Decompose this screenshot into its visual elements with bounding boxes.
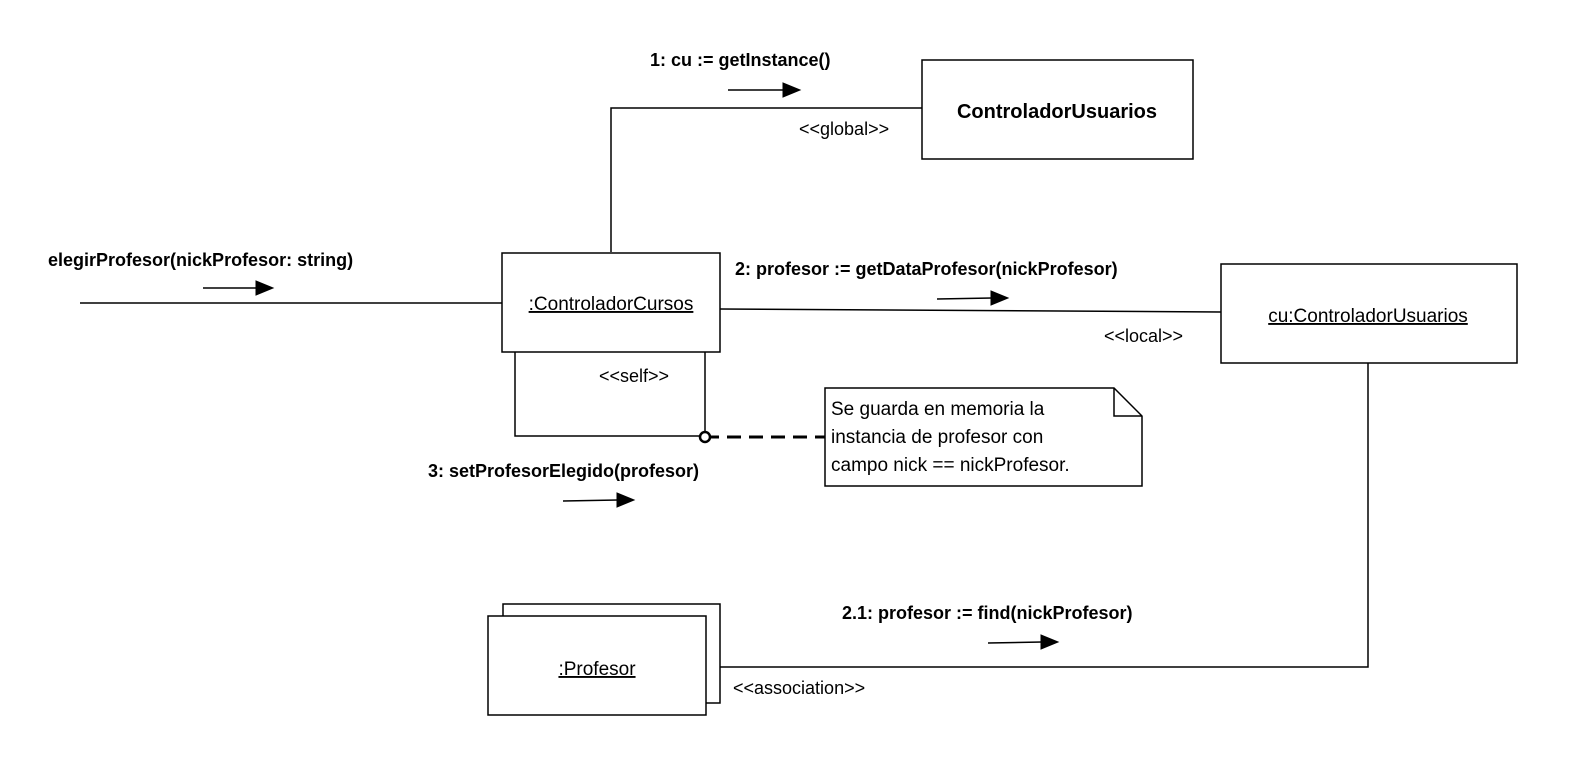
self-loop-link <box>514 352 706 437</box>
message-2-arrow-head <box>990 290 1010 306</box>
message-1-arrow-head <box>782 82 802 98</box>
cu-controlador-usuarios-object-box <box>1220 263 1518 364</box>
note-line-2: instancia de profesor con <box>831 427 1043 448</box>
global-stereotype: <<global>> <box>799 119 889 139</box>
message-2-1-label: 2.1: profesor := find(nickProfesor) <box>842 603 1133 623</box>
controlador-usuarios-class-box <box>921 59 1194 160</box>
controlador-cursos-object-label: :ControladorCursos <box>529 294 694 315</box>
profesor-multiobject-front-box <box>487 615 707 716</box>
message-0-label: elegirProfesor(nickProfesor: string) <box>48 250 353 270</box>
association-stereotype: <<association>> <box>733 678 865 698</box>
note-line-1: Se guarda en memoria la <box>831 399 1045 420</box>
controlador-cursos-object-box <box>501 252 721 353</box>
message-0-arrow-head <box>255 280 275 296</box>
note-box <box>824 387 1143 487</box>
note-anchor-circle <box>698 430 712 444</box>
global-link <box>610 107 922 252</box>
message-3-arrow-line <box>562 499 619 502</box>
message-2-label: 2: profesor := getDataProfesor(nickProfe… <box>735 259 1118 279</box>
message-2-1-arrow-head <box>1040 634 1060 650</box>
message-1-label: 1: cu := getInstance() <box>650 50 831 70</box>
local-link <box>719 308 1222 313</box>
profesor-object-label: :Profesor <box>558 659 636 680</box>
association-link <box>707 363 1369 668</box>
self-stereotype: <<self>> <box>599 366 669 386</box>
note-line-3: campo nick == nickProfesor. <box>831 455 1070 476</box>
message-2-arrow-line <box>936 297 993 300</box>
cu-controlador-usuarios-object-label: cu:ControladorUsuarios <box>1268 306 1468 327</box>
message-3-arrow-head <box>616 492 636 508</box>
message-2-1-arrow-line <box>987 641 1043 644</box>
controlador-usuarios-class-label: ControladorUsuarios <box>957 101 1157 123</box>
note-fold <box>1113 388 1142 417</box>
local-stereotype: <<local>> <box>1104 326 1183 346</box>
message-3-label: 3: setProfesorElegido(profesor) <box>428 461 699 481</box>
